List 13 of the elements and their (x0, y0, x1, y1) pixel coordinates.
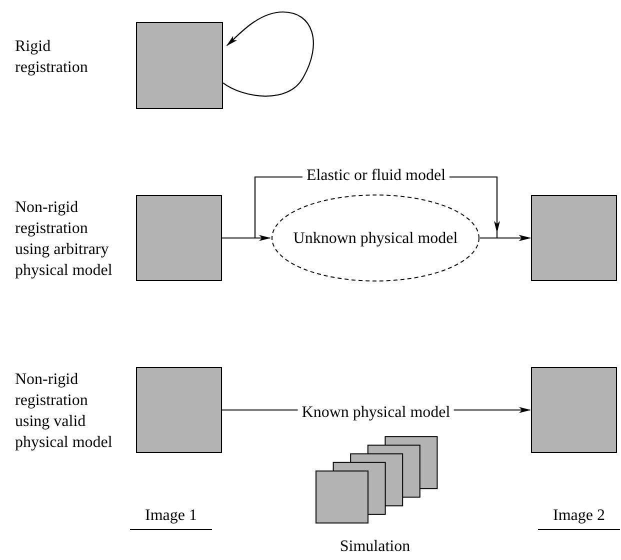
row-label: Simulation (338, 537, 412, 557)
image-box (136, 195, 222, 281)
underlined-caption: Image 2 (538, 505, 620, 530)
dashed-ellipse (271, 194, 480, 282)
row-label: Non-rigid registration using arbitrary physical model (15, 198, 114, 281)
image-box (531, 195, 617, 281)
image-box (531, 367, 617, 453)
row-label: Rigid registration (15, 37, 89, 78)
underlined-caption: Image 1 (130, 505, 212, 530)
row-label: Non-rigid registration using valid physical model (15, 370, 114, 453)
node-text: Unknown physical model (293, 228, 458, 248)
image-box (136, 367, 222, 453)
image-box (136, 22, 223, 109)
